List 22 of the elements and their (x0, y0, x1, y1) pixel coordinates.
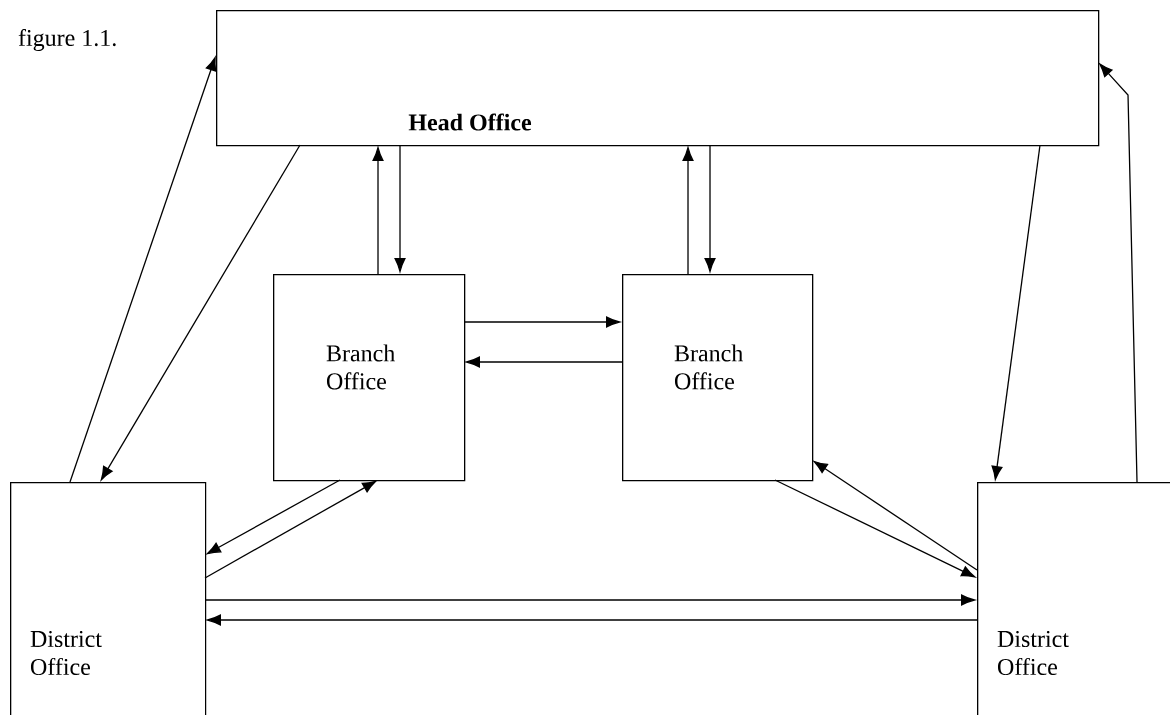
arrow (463, 316, 620, 328)
arrow (100, 144, 301, 481)
office-box: District Office (977, 482, 1170, 715)
arrow (204, 594, 975, 606)
arrow (466, 356, 623, 368)
office-box: Branch Office (273, 274, 466, 482)
arrow (774, 479, 976, 578)
arrow (69, 56, 217, 483)
arrow (682, 147, 694, 275)
arrow (206, 479, 341, 555)
arrow (1099, 63, 1138, 483)
figure-caption: figure 1.1. (18, 28, 116, 52)
arrow (813, 460, 978, 571)
office-box: Branch Office (622, 274, 814, 482)
arrow (704, 144, 716, 272)
arrow (372, 147, 384, 275)
arrow (204, 480, 377, 579)
arrow (991, 144, 1041, 480)
arrow (394, 144, 406, 272)
arrow (207, 614, 978, 626)
office-box: District Office (10, 482, 207, 715)
office-box: Head Office (216, 10, 1100, 147)
